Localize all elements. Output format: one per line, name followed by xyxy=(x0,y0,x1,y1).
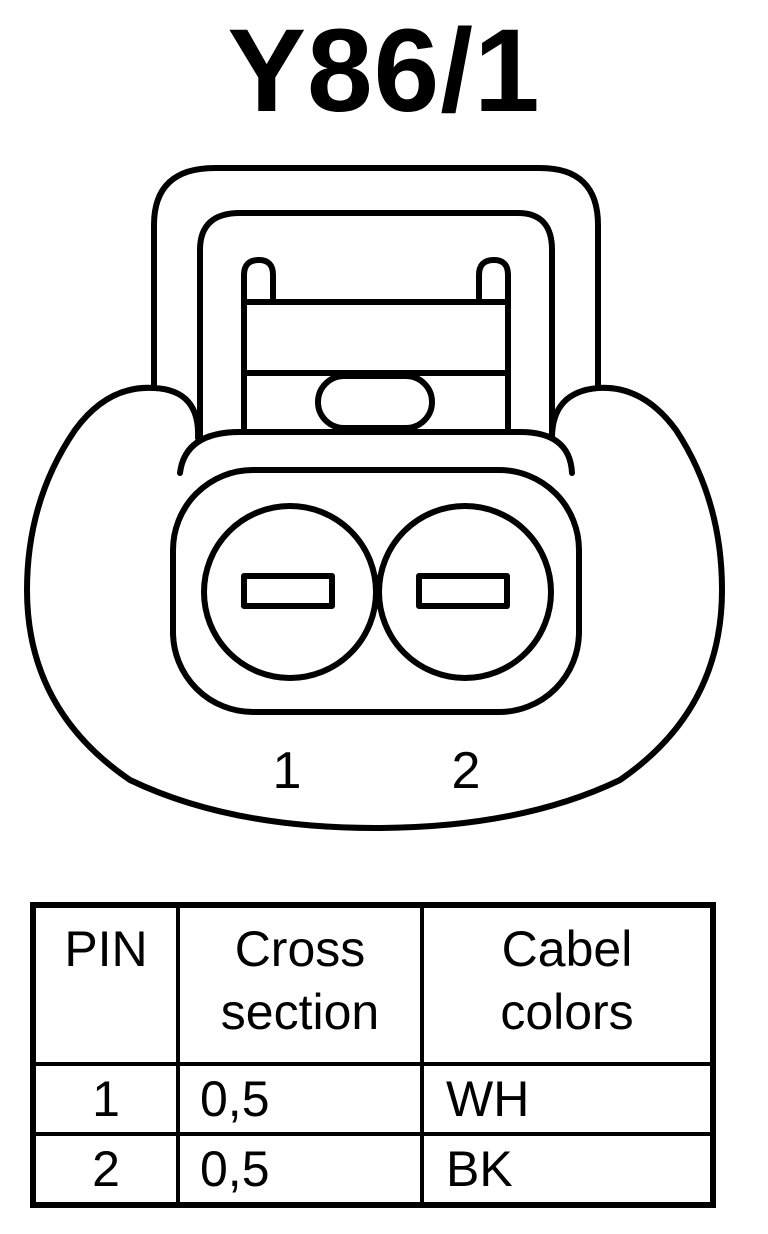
table-row: 1 0,5 WH xyxy=(31,1062,715,1136)
header-cable-colors-line-2: colors xyxy=(500,983,634,1040)
pin-1-slot xyxy=(241,573,335,609)
pin-2-socket xyxy=(376,503,554,681)
connector-face xyxy=(177,429,575,476)
pin-cavity-housing xyxy=(170,467,582,715)
header-cable-colors: Cabel colors xyxy=(420,903,715,1066)
pin-assignment-table: PIN Cross section Cabel colors 1 0,5 WH … xyxy=(30,902,716,1208)
latch-right-finger xyxy=(476,257,511,433)
header-pin-label: PIN xyxy=(64,921,148,977)
latch-outer-frame xyxy=(151,165,601,391)
row-cable-color: WH xyxy=(420,1062,715,1136)
row-pin: 1 xyxy=(31,1062,180,1136)
header-pin: PIN xyxy=(31,903,180,1066)
pin-1-label: 1 xyxy=(273,742,302,800)
row-cable-color: BK xyxy=(420,1132,715,1207)
pin-2-slot xyxy=(416,573,510,609)
left-shoulder xyxy=(151,385,202,441)
row-cross-section: 0,5 xyxy=(176,1062,424,1136)
row-pin: 2 xyxy=(31,1132,180,1207)
pin-1-socket xyxy=(201,503,379,681)
header-cable-colors-line-1: Cabel xyxy=(501,921,633,977)
header-cross-section-line-1: Cross xyxy=(234,921,366,977)
header-cross-section: Cross section xyxy=(176,903,424,1066)
connector-diagram: 1 2 xyxy=(24,165,725,831)
latch-inner-frame xyxy=(197,210,555,441)
connector-body xyxy=(24,384,725,831)
table-header-row: PIN Cross section Cabel colors xyxy=(31,903,715,1066)
table-row: 2 0,5 BK xyxy=(31,1132,715,1207)
pin-2-label: 2 xyxy=(452,742,481,800)
header-cross-section-line-2: section xyxy=(220,983,380,1040)
row-cross-section: 0,5 xyxy=(176,1132,424,1207)
right-shoulder xyxy=(549,385,601,441)
latch-left-finger xyxy=(241,257,276,433)
connector-title: Y86/1 xyxy=(227,5,541,137)
latch-lock-nub xyxy=(315,373,435,431)
